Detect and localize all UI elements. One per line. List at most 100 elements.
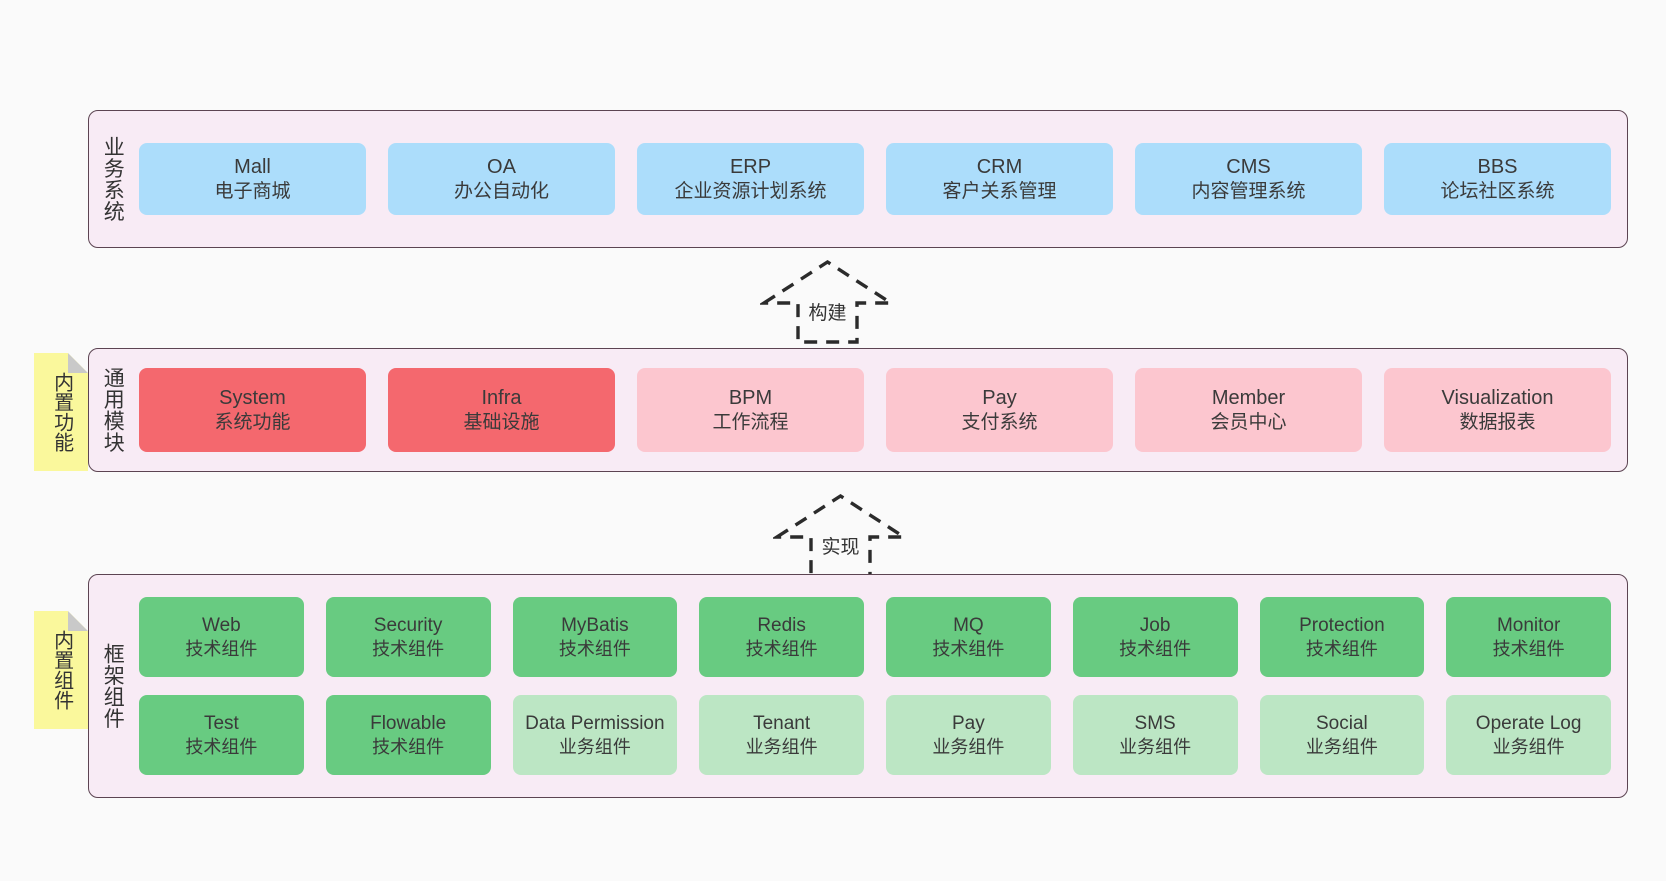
- card-subtitle: 技术组件: [745, 638, 818, 659]
- layer-common-modules-label: 通用模块: [101, 367, 125, 453]
- card-subtitle: 技术组件: [1119, 638, 1192, 659]
- card-title: CRM: [976, 155, 1023, 178]
- card-subtitle: 办公自动化: [453, 180, 549, 202]
- note-builtin-functions-label: 内置功能: [50, 372, 73, 452]
- layer-business-systems-label: 业务系统: [101, 136, 125, 222]
- card-title: Tenant: [753, 712, 811, 734]
- card-subtitle: 业务组件: [1119, 736, 1192, 757]
- note-fold-corner-icon: [68, 611, 88, 631]
- card-title: Pay: [952, 712, 985, 734]
- card-title: Web: [202, 614, 241, 636]
- connector-build-arrow-icon: [758, 259, 897, 344]
- card-subtitle: 技术组件: [372, 638, 445, 659]
- card-title: Protection: [1299, 614, 1385, 636]
- card-subtitle: 会员中心: [1210, 411, 1287, 433]
- card-subtitle: 论坛社区系统: [1440, 180, 1555, 202]
- card-subtitle: 业务组件: [1492, 736, 1565, 757]
- card-title: Social: [1316, 712, 1368, 734]
- card-title: Data Permission: [525, 712, 665, 734]
- note-builtin-components-label: 内置组件: [50, 630, 73, 710]
- card-title: Pay: [982, 386, 1017, 409]
- connector-implement-label: 实现: [821, 537, 860, 558]
- card-title: Job: [1139, 614, 1171, 636]
- card-subtitle: 技术组件: [185, 736, 258, 757]
- card-title: Monitor: [1496, 614, 1561, 636]
- card-subtitle: 电子商城: [214, 180, 291, 202]
- card-subtitle: 基础设施: [463, 411, 540, 433]
- card-title: Infra: [481, 386, 522, 409]
- card-subtitle: 业务组件: [558, 736, 631, 757]
- connector-implement: 实现: [771, 492, 910, 580]
- card-subtitle: 客户关系管理: [942, 180, 1057, 202]
- layer-framework-components-label: 框架组件: [101, 643, 125, 729]
- card-title: SMS: [1134, 712, 1176, 734]
- card-title: Member: [1211, 386, 1286, 409]
- card-subtitle: 业务组件: [1305, 736, 1378, 757]
- card-subtitle: 工作流程: [712, 411, 789, 433]
- card-subtitle: 支付系统: [961, 411, 1038, 433]
- connector-build-label: 构建: [808, 303, 847, 324]
- card-subtitle: 数据报表: [1459, 411, 1536, 433]
- note-fold-corner-icon: [68, 353, 88, 373]
- card-title: Security: [373, 614, 443, 636]
- card-subtitle: 系统功能: [214, 411, 291, 433]
- card-title: Flowable: [370, 712, 447, 734]
- card-subtitle: 技术组件: [185, 638, 258, 659]
- card-title: Test: [203, 712, 239, 734]
- card-title: System: [219, 386, 286, 409]
- card-title: Operate Log: [1475, 712, 1582, 734]
- connector-implement-arrow-icon: [771, 493, 910, 578]
- card-title: BPM: [728, 386, 773, 409]
- card-subtitle: 技术组件: [932, 638, 1005, 659]
- card-title: ERP: [729, 155, 772, 178]
- card-title: Redis: [757, 614, 806, 636]
- card-title: CMS: [1226, 155, 1271, 178]
- card-title: Mall: [234, 155, 271, 178]
- card-subtitle: 技术组件: [1305, 638, 1378, 659]
- card-subtitle: 业务组件: [745, 736, 818, 757]
- card-title: Visualization: [1441, 386, 1554, 409]
- card-subtitle: 业务组件: [932, 736, 1005, 757]
- note-builtin-components: 内置组件: [34, 611, 88, 729]
- note-builtin-functions: 内置功能: [34, 353, 88, 471]
